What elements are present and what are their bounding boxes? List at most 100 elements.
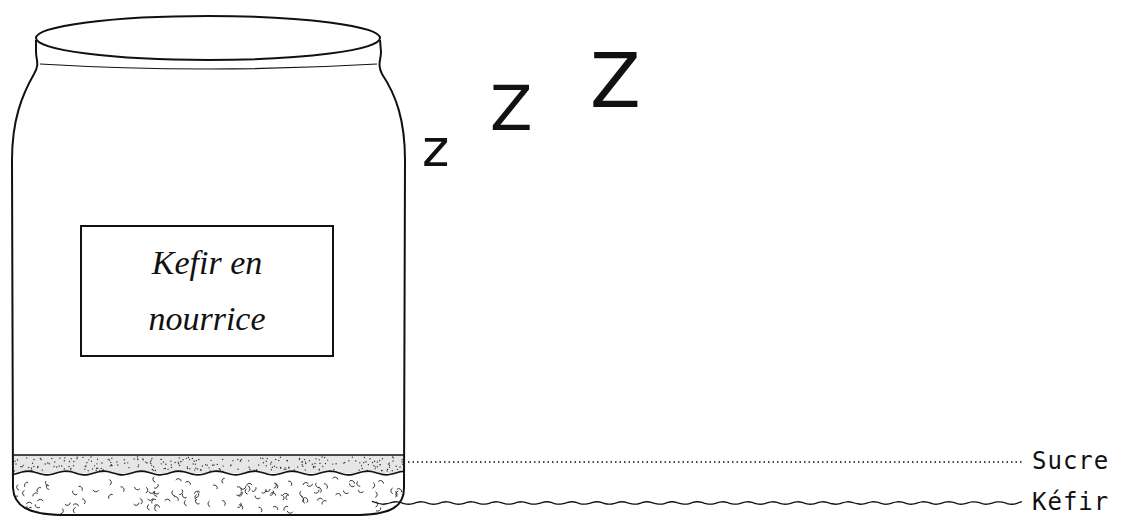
kefir-grain (274, 483, 277, 488)
sugar-dot (155, 470, 156, 471)
kefir-grain (45, 481, 49, 486)
sugar-dot (42, 469, 43, 470)
sleep-z: Z (490, 72, 532, 145)
sugar-dot (285, 469, 286, 470)
sugar-dot (193, 461, 194, 462)
sugar-dot (348, 460, 349, 461)
sugar-dot (151, 458, 152, 459)
jar-rim-side (36, 40, 381, 52)
kefir-grain (195, 500, 199, 504)
kefir-grain (46, 484, 49, 489)
kefir-grain (314, 490, 319, 494)
sugar-dot (325, 463, 326, 464)
sugar-dot (161, 459, 162, 460)
sugar-dot (313, 466, 314, 467)
sugar-dot (335, 463, 336, 464)
kefir-grain (255, 496, 260, 499)
layer-label: Kéfir (1032, 488, 1109, 516)
kefir-grain (273, 506, 278, 510)
sugar-leader-line (408, 461, 1022, 463)
sugar-dot (69, 461, 70, 462)
kefir-grain (248, 486, 250, 492)
sugar-dot (151, 465, 152, 466)
kefir-grain (372, 483, 374, 489)
sugar-dot (314, 466, 315, 467)
sugar-dot (379, 460, 380, 461)
jar-label-box: Kefir en nourrice (80, 225, 334, 357)
sugar-dot (314, 463, 315, 464)
sugar-dot (392, 456, 393, 457)
sugar-dot (197, 468, 198, 469)
sugar-dot (85, 465, 86, 466)
kefir-grain (146, 487, 148, 493)
kefir-grain (358, 490, 363, 492)
sugar-texture (14, 456, 407, 471)
sugar-dot (217, 464, 218, 465)
kefir-grain (172, 490, 175, 495)
kefir-grain (37, 499, 43, 501)
sugar-dot (301, 464, 302, 465)
sugar-dot (20, 466, 21, 467)
sugar-dot (111, 464, 112, 465)
kefir-grain (344, 491, 349, 494)
sugar-dot (361, 465, 362, 466)
sugar-dot (386, 470, 387, 471)
sugar-dot (219, 469, 220, 470)
kefir-grain (284, 506, 288, 510)
sugar-dot (161, 463, 162, 464)
kefir-grain (35, 504, 40, 507)
sugar-dot (286, 460, 287, 461)
sleep-z: z (422, 118, 449, 178)
sugar-layer (0, 455, 420, 473)
sugar-dot (137, 459, 138, 460)
kefir-grain (185, 482, 190, 485)
sugar-dot (207, 464, 208, 465)
kefir-grain (147, 504, 149, 510)
sugar-dot (322, 466, 323, 467)
sugar-dot (275, 459, 276, 460)
sugar-dot (68, 466, 69, 467)
sugar-dot (110, 462, 111, 463)
sugar-dot (260, 457, 261, 458)
kefir-grain (357, 481, 360, 486)
jar-contents (0, 455, 420, 514)
sugar-dot (372, 462, 373, 463)
sugar-dot (212, 465, 213, 466)
sugar-dot (97, 468, 98, 469)
kefir-grain (391, 488, 393, 494)
sugar-dot (274, 466, 275, 467)
sugar-dot (388, 463, 389, 464)
sugar-dot (179, 457, 180, 458)
sugar-dot (124, 459, 125, 460)
sugar-dot (381, 470, 382, 471)
sugar-dot (401, 461, 402, 462)
kefir-grain (121, 487, 125, 492)
sugar-dot (374, 468, 375, 469)
sugar-dot (26, 457, 27, 458)
kefir-grain (176, 479, 181, 482)
sugar-dot (297, 466, 298, 467)
sugar-dot (111, 458, 112, 459)
sugar-dot (389, 462, 390, 463)
sugar-dot (143, 459, 144, 460)
sugar-dot (64, 457, 65, 458)
sugar-dot (163, 461, 164, 462)
sugar-dot (402, 459, 403, 460)
sugar-dot (377, 466, 378, 467)
kefir-grain (154, 505, 159, 508)
sugar-dot (271, 461, 272, 462)
sugar-dot (270, 463, 271, 464)
sugar-dot (32, 463, 33, 464)
sugar-dot (359, 462, 360, 463)
sugar-dot (179, 465, 180, 466)
sugar-dot (361, 468, 362, 469)
sugar-dot (381, 470, 382, 471)
sugar-dot (165, 468, 166, 469)
sugar-dot (150, 461, 151, 462)
sugar-dot (28, 467, 29, 468)
sugar-dot (333, 469, 334, 470)
sugar-dot (61, 465, 62, 466)
sugar-dot (379, 464, 380, 465)
sugar-dot (180, 461, 181, 462)
kefir-grain (222, 478, 225, 483)
